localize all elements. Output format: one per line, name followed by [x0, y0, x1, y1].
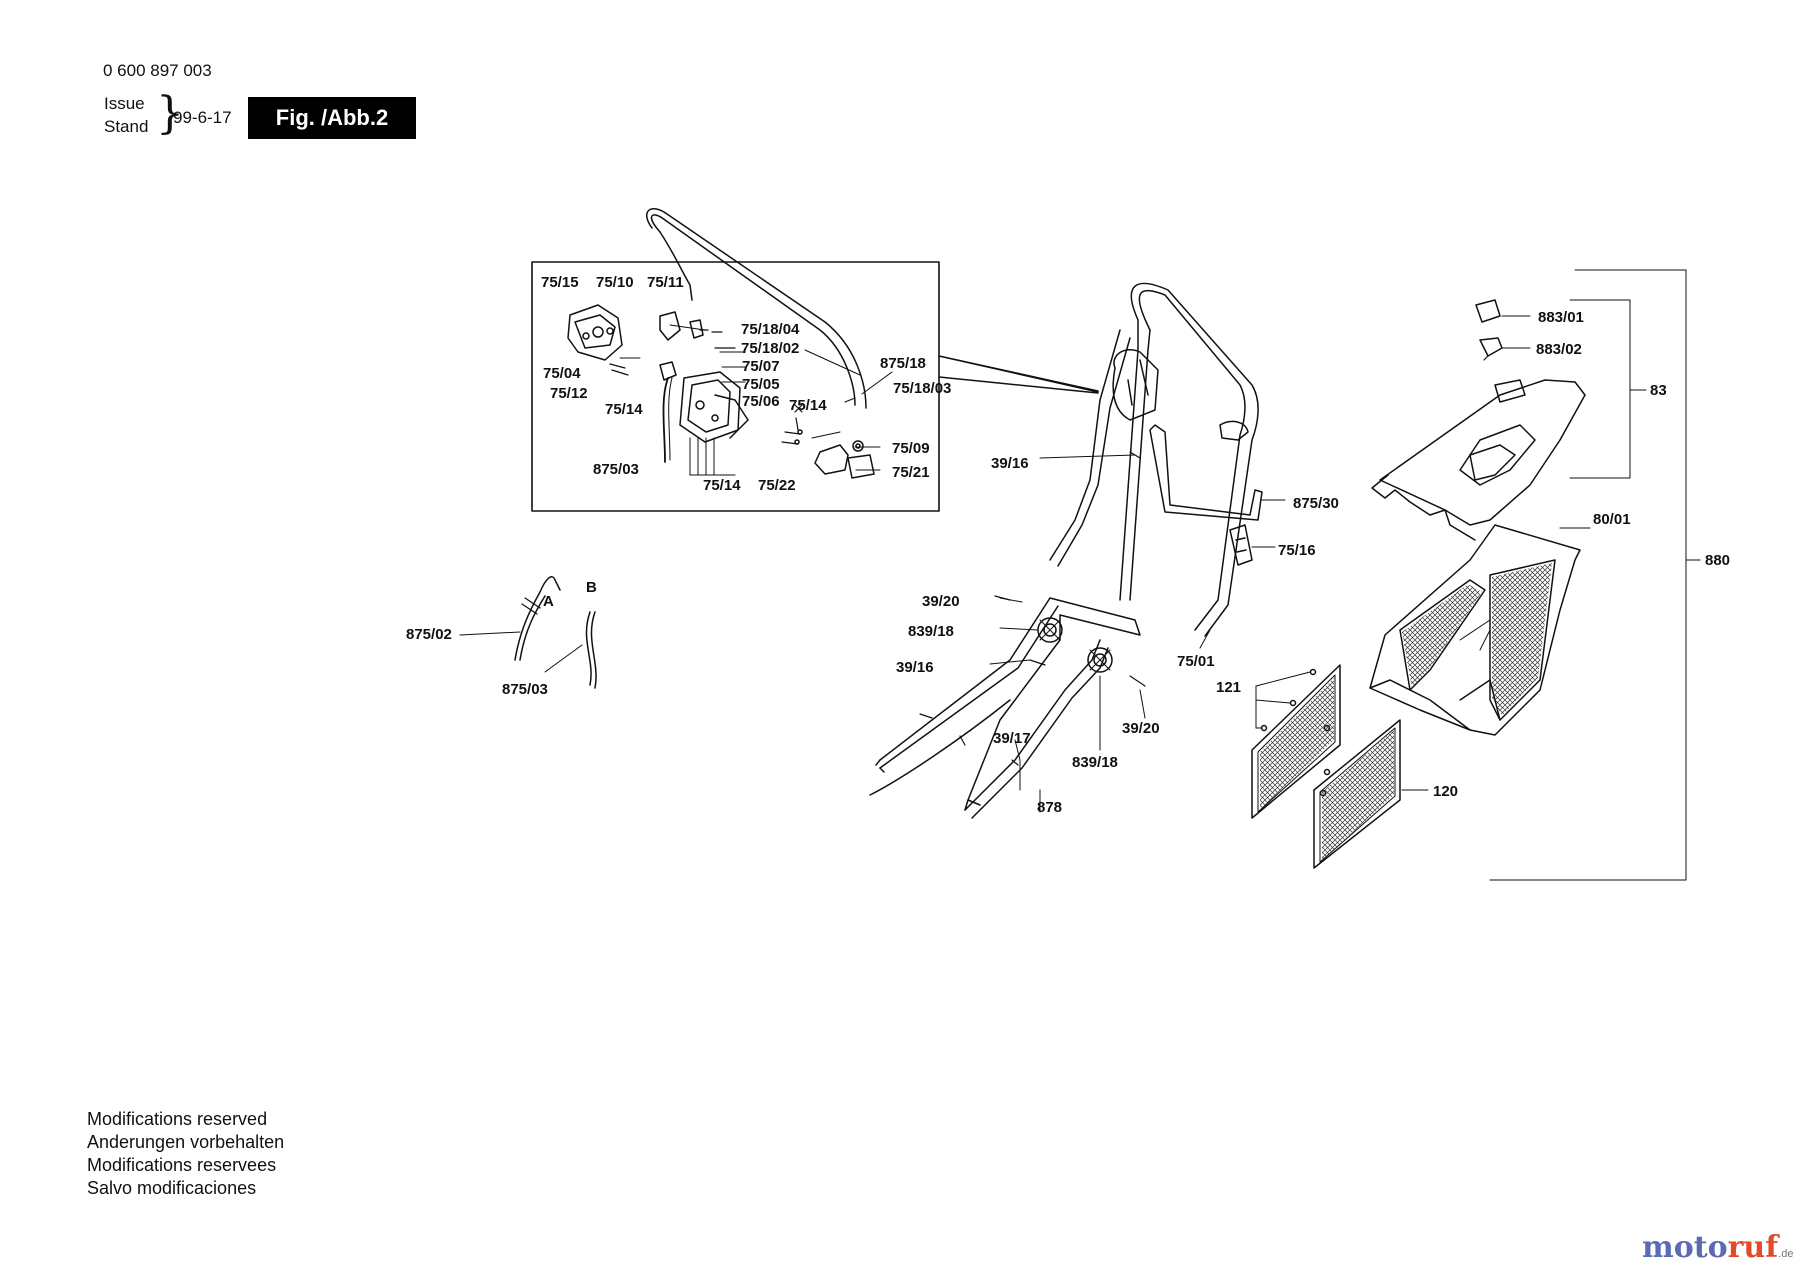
- main-leader-lines: [989, 454, 1286, 813]
- callout-75-14-b: 75/14: [789, 397, 827, 414]
- footer-line-fr: Modifications reservees: [87, 1155, 277, 1175]
- figure-label: Fig. /Abb.2: [248, 97, 416, 139]
- cable-a-icon: [514, 576, 561, 661]
- callout-39-16-a: 39/16: [991, 455, 1029, 472]
- footer-line-en: Modifications reserved: [87, 1109, 268, 1129]
- cable-b-icon: [585, 611, 597, 689]
- cable-leader-lines: [459, 631, 583, 673]
- callout-878: 878: [1037, 799, 1062, 816]
- inset-leader-lines: [619, 324, 893, 476]
- callout-75-18-02: 75/18/02: [741, 340, 799, 357]
- cable-clamp-icon: [659, 361, 677, 463]
- callout-75-11: 75/11: [647, 274, 684, 291]
- handle-lever-bar-icon: [1149, 424, 1263, 521]
- cover-plate-icon: [679, 371, 749, 443]
- callout-875-18: 875/18: [880, 355, 926, 372]
- switch-lever-icon: [659, 311, 736, 349]
- switch-housing-icon: [567, 304, 623, 361]
- grille-panel-121-icon: [1251, 664, 1341, 819]
- callout-75-21: 75/21: [892, 464, 930, 481]
- callout-121: 121: [1216, 679, 1241, 696]
- grass-box-basket-icon: [1369, 524, 1581, 736]
- callout-883-02: 883/02: [1536, 341, 1582, 358]
- callout-75-18-04: 75/18/04: [741, 321, 800, 338]
- grille-120-mesh: [1322, 730, 1394, 860]
- knob-part-icon: [814, 440, 875, 479]
- callout-75-06: 75/06: [742, 393, 780, 410]
- callout-75-18-03: 75/18/03: [893, 380, 951, 397]
- callout-80-01: 80/01: [1593, 511, 1631, 528]
- callout-75-05: 75/05: [742, 376, 780, 393]
- brand-part2: ruf: [1727, 1230, 1779, 1265]
- callout-75-07: 75/07: [742, 358, 780, 375]
- callout-880: 880: [1705, 552, 1730, 569]
- cable-clip-icon: [1229, 524, 1253, 566]
- callout-a: A: [543, 593, 554, 610]
- callout-875-02: 875/02: [406, 626, 452, 643]
- lid-clip-icons: [1475, 299, 1503, 361]
- callout-75-01: 75/01: [1177, 653, 1215, 670]
- callout-39-16-b: 39/16: [896, 659, 934, 676]
- small-screws-icon: [609, 363, 856, 445]
- callout-75-14-a: 75/14: [605, 401, 643, 418]
- handle-top-switch-icon: [1112, 348, 1249, 441]
- callout-75-12: 75/12: [550, 385, 588, 402]
- lower-handle-frame-icon: [1049, 282, 1259, 637]
- callout-75-10: 75/10: [596, 274, 634, 291]
- callout-b: B: [586, 579, 597, 596]
- footer-line-es: Salvo modificaciones: [87, 1178, 257, 1198]
- issue-label: Issue: [104, 94, 145, 113]
- callout-75-04: 75/04: [543, 365, 581, 382]
- document-number: 0 600 897 003: [103, 61, 212, 80]
- callout-75-22: 75/22: [758, 477, 796, 494]
- callout-875-03-b: 875/03: [502, 681, 548, 698]
- brand-logo: motoruf.de: [1642, 1230, 1793, 1265]
- footer-line-de: Anderungen vorbehalten: [87, 1132, 285, 1152]
- callout-839-18-b: 839/18: [1072, 754, 1118, 771]
- callout-883-01: 883/01: [1538, 309, 1584, 326]
- callout-labels: 75/15 75/10 75/11 75/18/04 75/18/02 75/0…: [406, 274, 1730, 816]
- callout-875-30: 875/30: [1293, 495, 1339, 512]
- basket-right-mesh: [1492, 563, 1552, 716]
- wing-knob-icon: [1037, 617, 1113, 673]
- callout-39-20-b: 39/20: [1122, 720, 1160, 737]
- stand-label: Stand: [104, 117, 149, 136]
- brand-suffix: .de: [1778, 1248, 1794, 1260]
- grass-box-lid-icon: [1371, 379, 1586, 541]
- callout-75-14-c: 75/14: [703, 477, 741, 494]
- callout-75-16: 75/16: [1278, 542, 1316, 559]
- callout-75-09: 75/09: [892, 440, 930, 457]
- callout-75-15: 75/15: [541, 274, 579, 291]
- footer-notice: Modifications reserved Anderungen vorbeh…: [87, 1108, 284, 1200]
- callout-839-18-a: 839/18: [908, 623, 954, 640]
- issue-date: 99-6-17: [173, 108, 232, 127]
- grass-box-leader-lines: [1255, 269, 1701, 881]
- callout-39-20-a: 39/20: [922, 593, 960, 610]
- callout-120: 120: [1433, 783, 1458, 800]
- bottom-frame-icon: [869, 597, 1141, 819]
- brace-glyph: }: [156, 88, 184, 139]
- upper-handle-bar-icon: [646, 208, 867, 409]
- callout-875-03-a: 875/03: [593, 461, 639, 478]
- callout-83: 83: [1650, 382, 1667, 399]
- detail-inset-box: [531, 261, 940, 512]
- brand-part1: moto: [1642, 1230, 1728, 1265]
- basket-left-mesh: [1402, 584, 1482, 688]
- inset-connector-lines: [938, 355, 1099, 394]
- callout-39-17: 39/17: [993, 730, 1031, 747]
- grille-panel-120-icon: [1313, 719, 1401, 869]
- grille-121-mesh: [1260, 678, 1334, 810]
